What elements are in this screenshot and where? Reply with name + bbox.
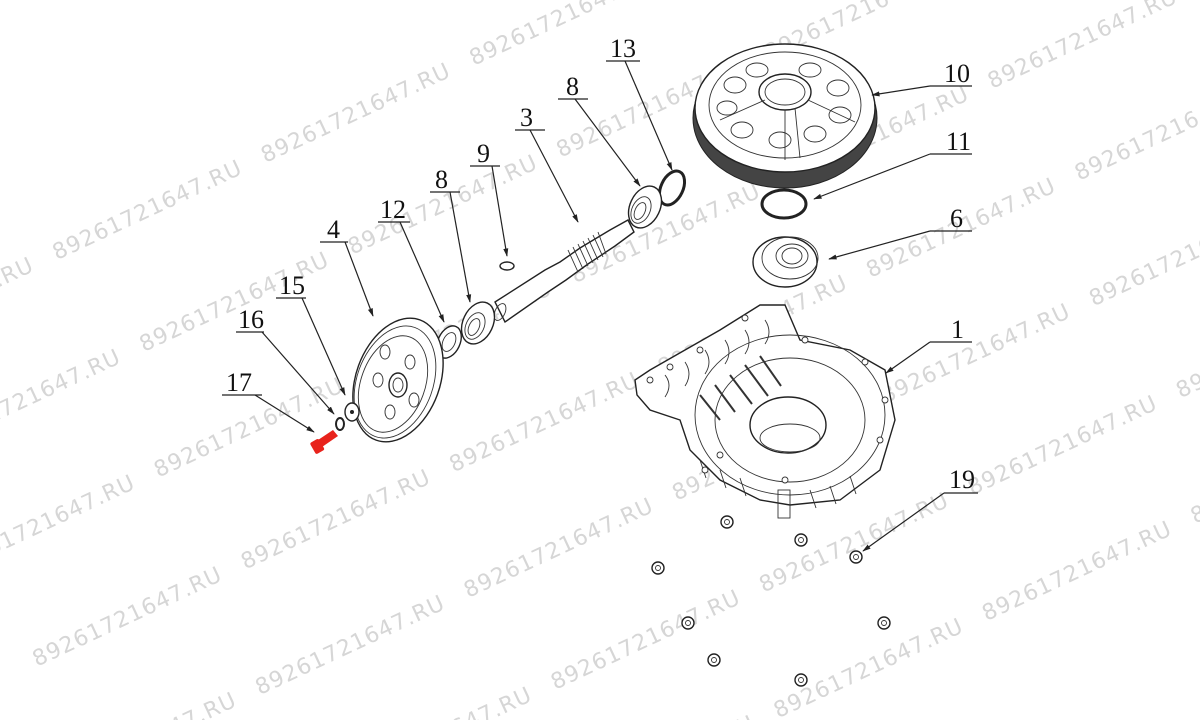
part-3-worm-shaft[interactable]	[492, 219, 635, 324]
part-9-key[interactable]	[499, 261, 515, 271]
svg-text:89261721647.RU: 89261721647.RU	[460, 494, 658, 604]
svg-text:89261721647.RU: 89261721647.RU	[984, 0, 1182, 94]
svg-text:3: 3	[520, 103, 533, 132]
svg-text:89261721647.RU: 89261721647.RU	[252, 591, 450, 701]
svg-text:89261721647.RU: 89261721647.RU	[446, 368, 644, 478]
svg-text:89261721647.RU: 89261721647.RU	[1173, 294, 1200, 404]
svg-text:6: 6	[950, 204, 963, 233]
svg-text:89261721647.RU: 89261721647.RU	[562, 711, 760, 720]
svg-text:8: 8	[566, 72, 579, 101]
nut[interactable]	[877, 616, 891, 630]
callout-1[interactable]: 1	[885, 315, 972, 374]
callout-8-upper[interactable]: 8	[558, 72, 641, 187]
nut[interactable]	[651, 561, 665, 575]
callouts: 13 8 3 9 8 12 4	[222, 34, 978, 552]
part-17-bolt[interactable]	[310, 430, 338, 455]
svg-text:16: 16	[238, 305, 264, 334]
svg-text:19: 19	[949, 465, 975, 494]
callout-15[interactable]: 15	[276, 271, 346, 396]
part-19-nuts[interactable]	[651, 515, 891, 687]
part-16-spring-washer[interactable]	[335, 417, 345, 431]
nut[interactable]	[794, 533, 808, 547]
part-11-circlip[interactable]	[760, 188, 808, 220]
callout-17[interactable]: 17	[222, 368, 315, 433]
callout-8-lower[interactable]: 8	[430, 165, 472, 303]
callout-19[interactable]: 19	[862, 465, 978, 552]
part-15-flat-washer[interactable]	[344, 402, 360, 422]
svg-text:89261721647.RU: 89261721647.RU	[0, 345, 125, 455]
nut[interactable]	[794, 673, 808, 687]
nut[interactable]	[707, 653, 721, 667]
svg-text:8: 8	[435, 165, 448, 194]
part-13-ring[interactable]	[654, 167, 689, 209]
svg-text:15: 15	[279, 271, 305, 300]
svg-text:89261721647.RU: 89261721647.RU	[257, 59, 455, 169]
svg-text:9: 9	[477, 139, 490, 168]
svg-text:89261721647.RU: 89261721647.RU	[979, 517, 1177, 627]
callout-6[interactable]: 6	[828, 204, 972, 260]
svg-text:89261721647.RU: 89261721647.RU	[877, 299, 1075, 409]
svg-text:89261721647.RU: 89261721647.RU	[43, 688, 241, 720]
svg-text:10: 10	[944, 59, 970, 88]
callout-3[interactable]: 3	[515, 103, 579, 223]
svg-text:89261721647.RU: 89261721647.RU	[1187, 419, 1200, 529]
callout-13[interactable]: 13	[606, 34, 673, 171]
svg-text:11: 11	[946, 127, 971, 156]
part-8-bearing-lower[interactable]	[455, 297, 501, 350]
callout-9[interactable]: 9	[470, 139, 509, 257]
svg-text:4: 4	[327, 215, 340, 244]
svg-text:12: 12	[380, 195, 406, 224]
callout-16[interactable]: 16	[236, 305, 335, 415]
nut[interactable]	[681, 616, 695, 630]
svg-text:89261721647.RU: 89261721647.RU	[770, 614, 968, 720]
nut[interactable]	[849, 550, 863, 564]
svg-text:89261721647.RU: 89261721647.RU	[567, 179, 765, 289]
callout-4[interactable]: 4	[320, 215, 374, 317]
part-10-worm-gear[interactable]	[692, 43, 878, 189]
svg-text:89261721647.RU: 89261721647.RU	[0, 470, 139, 580]
svg-text:89261721647.RU: 89261721647.RU	[237, 465, 435, 575]
svg-text:89261721647.RU: 89261721647.RU	[964, 391, 1162, 501]
callout-10[interactable]: 10	[871, 59, 972, 97]
callout-11[interactable]: 11	[813, 127, 972, 200]
part-1-housing[interactable]	[634, 304, 896, 519]
part-8-bearing-upper[interactable]	[622, 181, 668, 234]
nut[interactable]	[720, 515, 734, 529]
svg-text:17: 17	[226, 368, 252, 397]
part-6-bearing[interactable]	[752, 236, 819, 288]
part-4-pulley[interactable]	[337, 305, 460, 454]
svg-text:89261721647.RU: 89261721647.RU	[0, 253, 38, 363]
svg-text:89261721647.RU: 89261721647.RU	[1071, 76, 1200, 186]
svg-text:89261721647.RU: 89261721647.RU	[547, 585, 745, 695]
svg-text:89261721647.RU: 89261721647.RU	[49, 156, 247, 266]
svg-text:1: 1	[951, 315, 964, 344]
svg-text:89261721647.RU: 89261721647.RU	[339, 683, 537, 720]
svg-text:13: 13	[610, 34, 636, 63]
svg-text:89261721647.RU: 89261721647.RU	[29, 562, 227, 672]
svg-text:89261721647.RU: 89261721647.RU	[1086, 202, 1200, 312]
callout-12[interactable]: 12	[378, 195, 445, 323]
